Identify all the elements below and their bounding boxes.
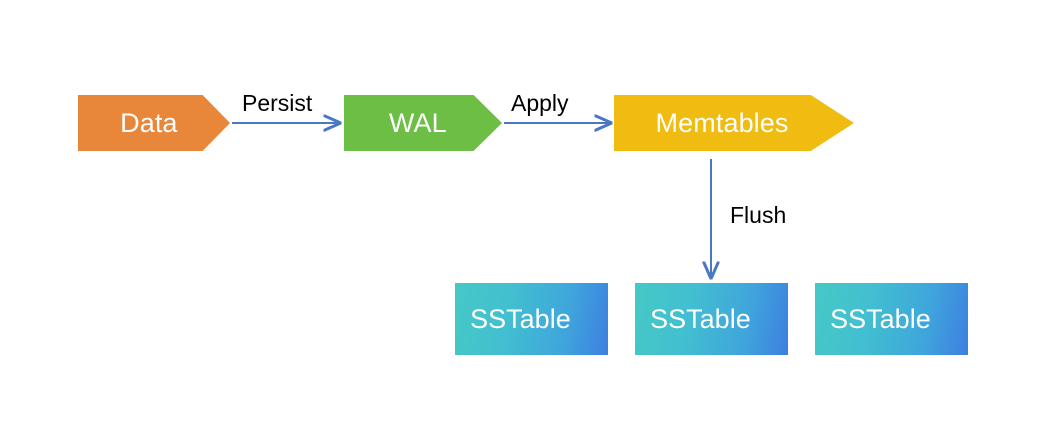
edge-label-apply: Apply (511, 90, 569, 116)
node-data-label: Data (120, 107, 178, 138)
node-memtables[interactable]: Memtables (614, 95, 854, 151)
edge-label-flush: Flush (730, 202, 787, 228)
node-data[interactable]: Data (78, 95, 230, 151)
node-sstable-1[interactable]: SSTable (455, 283, 608, 355)
node-sstable-1-label: SSTable (470, 303, 571, 334)
edge-label-persist: Persist (242, 90, 313, 116)
node-sstable-2[interactable]: SSTable (635, 283, 788, 355)
node-sstable-3-label: SSTable (830, 303, 931, 334)
node-memtables-label: Memtables (655, 107, 789, 138)
node-sstable-3[interactable]: SSTable (815, 283, 968, 355)
node-wal[interactable]: WAL (344, 95, 502, 151)
node-wal-label: WAL (388, 107, 447, 138)
node-sstable-2-label: SSTable (650, 303, 751, 334)
